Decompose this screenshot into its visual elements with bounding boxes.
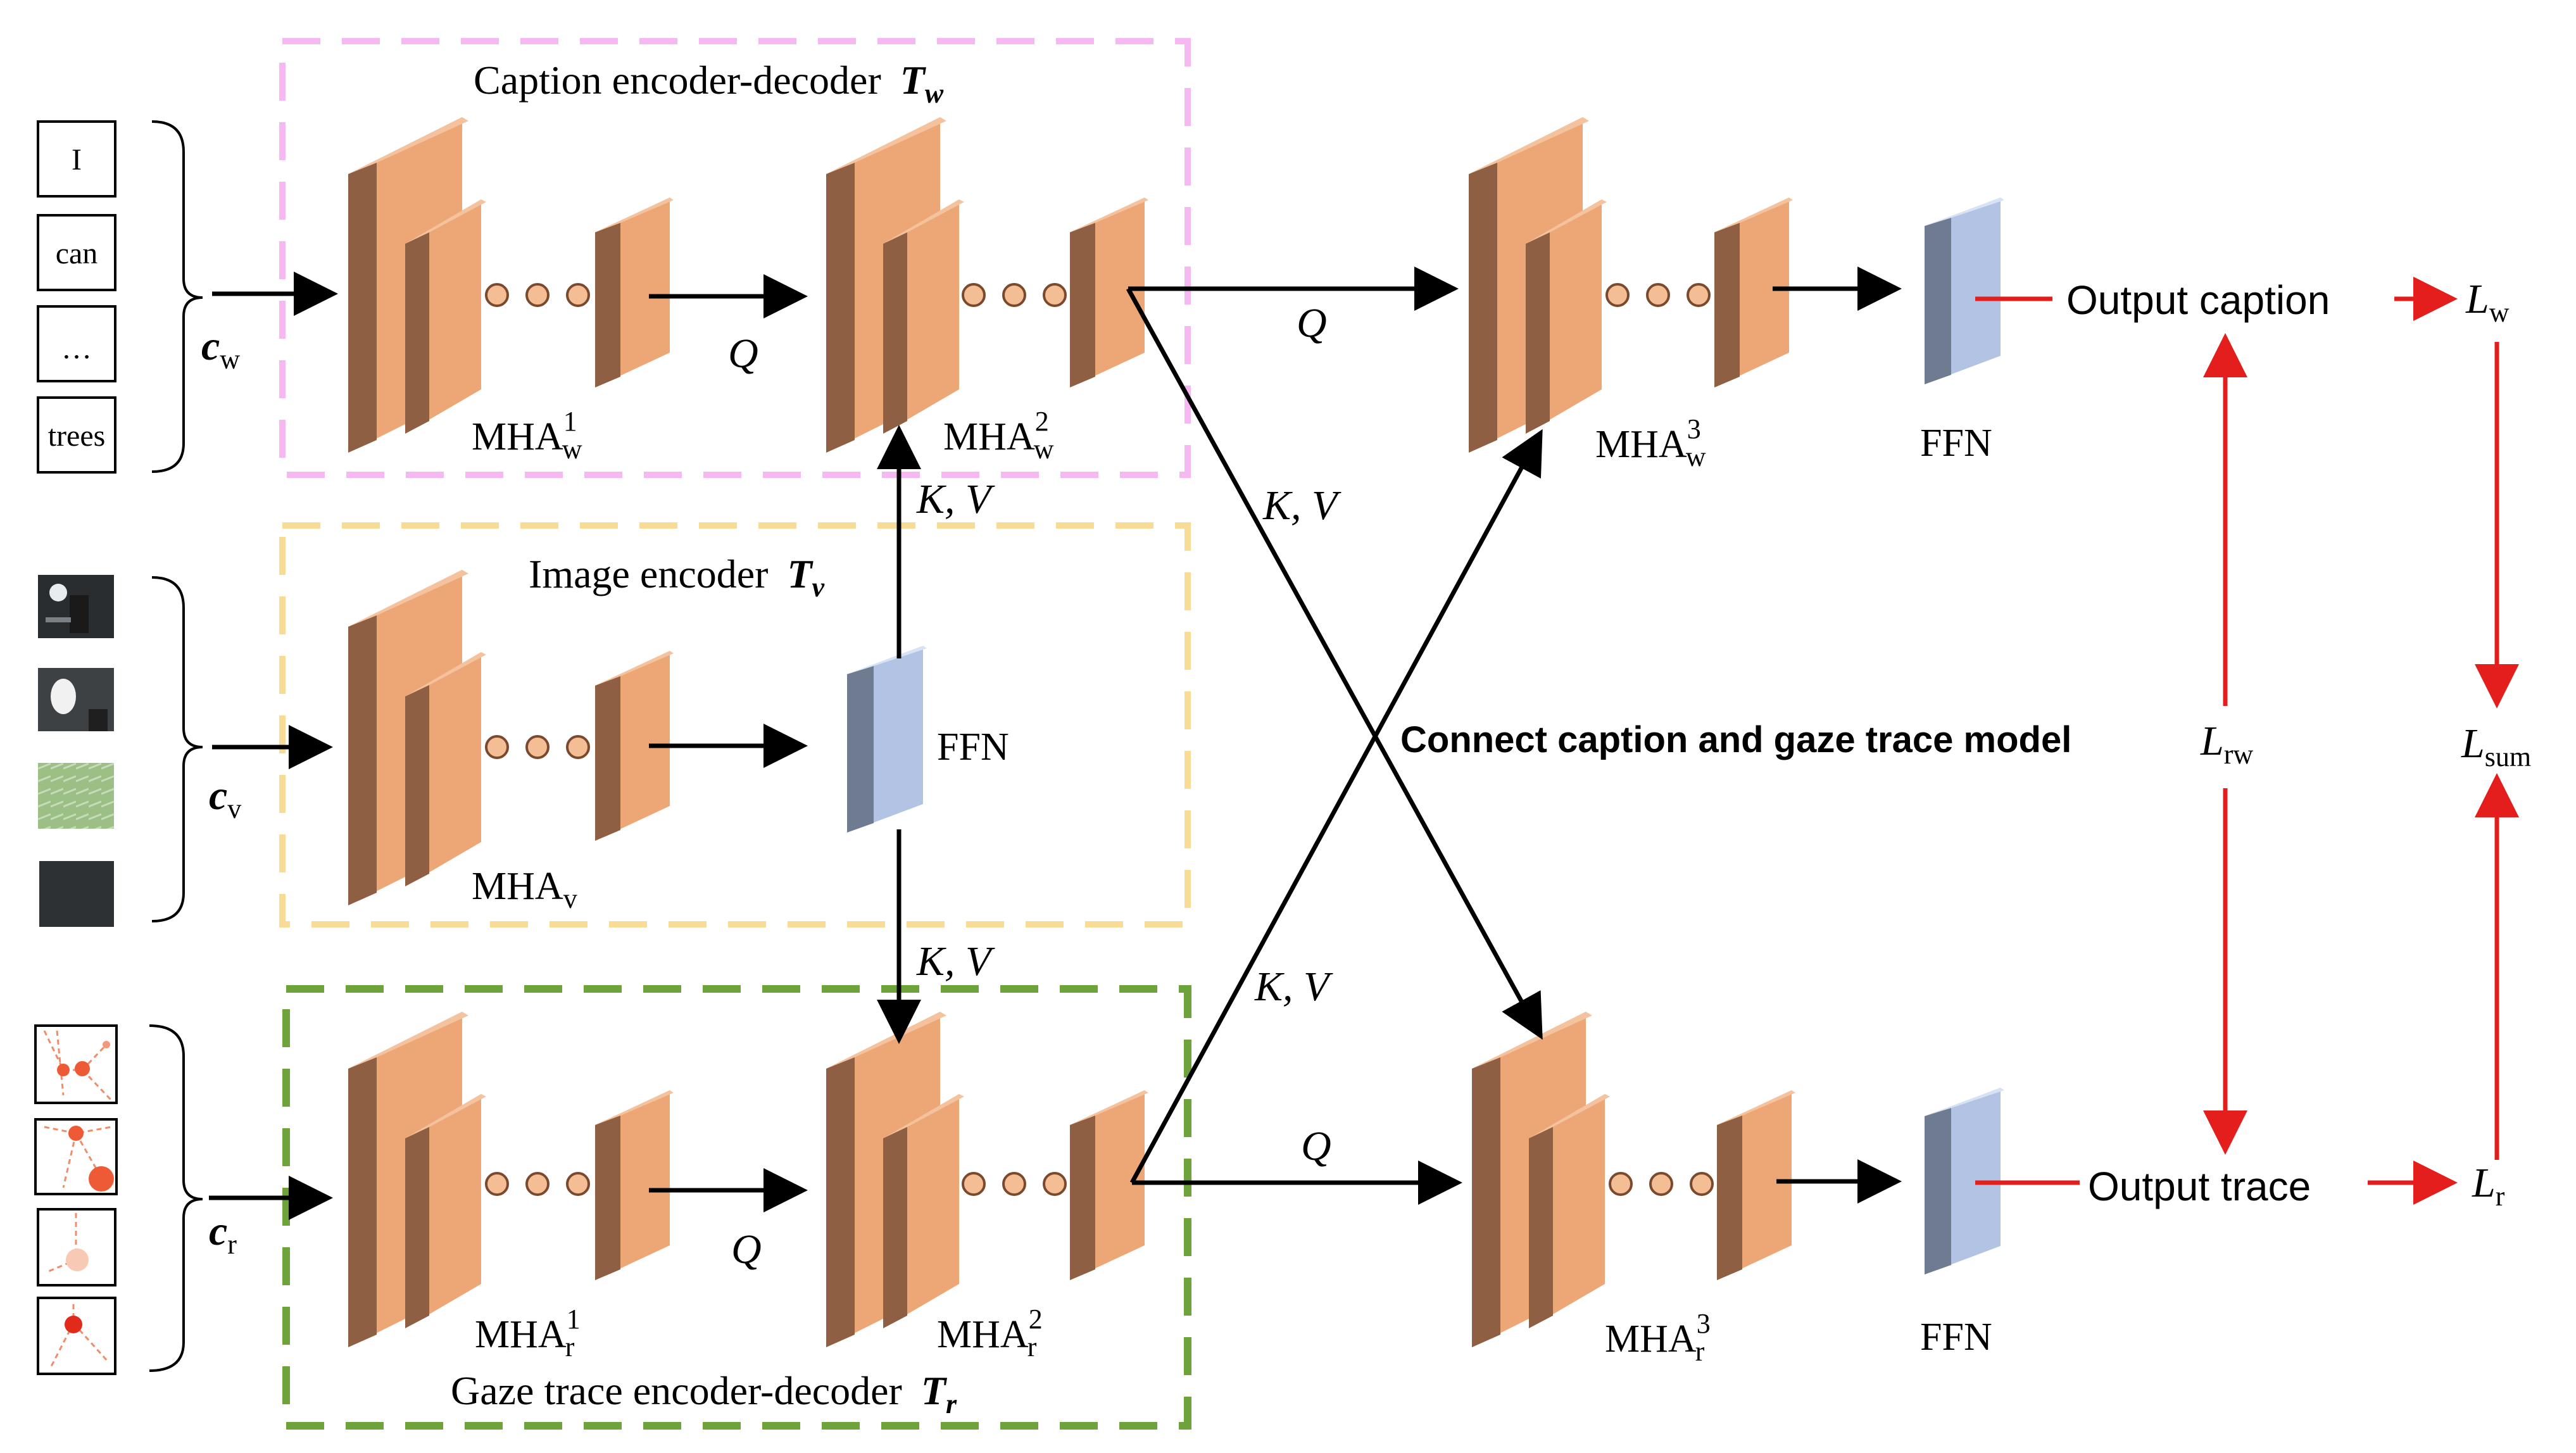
- caption-mha3-small-block: [1714, 198, 1793, 387]
- kv-label-trace-to-caption: K, V: [1254, 964, 1333, 1010]
- caption-q-label: Q: [728, 330, 758, 377]
- gaze-trace-icon-3: [37, 1208, 116, 1286]
- cw-label: cw: [201, 323, 240, 375]
- image-mha-dots: [485, 735, 590, 759]
- trace-mha3-small-block: [1717, 1090, 1795, 1280]
- image-mha-small-block: [595, 651, 674, 841]
- caption-token-box: [37, 305, 116, 382]
- trace-ffn-block: [1925, 1088, 2004, 1274]
- caption-token: can: [56, 237, 98, 270]
- racket-patch-icon: [38, 668, 114, 731]
- tennis-player-patch-icon: [38, 575, 114, 638]
- image-ffn-label: FFN: [937, 726, 1009, 769]
- caption-mha1-block: [348, 117, 486, 453]
- image-patch-list: [38, 575, 114, 927]
- caption-to-trace-kv-arrow: [1126, 287, 1543, 1040]
- loss-sum-label: Lsum: [2461, 720, 2531, 772]
- image-ffn-block: [847, 646, 927, 833]
- caption-encoder-decoder-box: [279, 38, 1191, 478]
- mha-image-label: MHAv: [472, 865, 577, 914]
- gaze-trace-icon-list: [34, 1024, 118, 1375]
- kv-label-image-to-gaze: K, V: [916, 938, 995, 984]
- image-mha-block: [348, 570, 486, 905]
- cross-q-label-top: Q: [1297, 300, 1327, 346]
- gaze-mha2-block: [826, 1012, 964, 1347]
- caption-token: I: [72, 143, 82, 177]
- caption-module-title: Caption encoder-decoder Tw: [474, 58, 944, 109]
- loss-rw-label: Lrw: [2200, 718, 2253, 770]
- gaze-trace-encoder-decoder-box: [282, 985, 1191, 1430]
- caption-token: …: [61, 332, 92, 365]
- gaze-trace-icon-2: [34, 1118, 118, 1195]
- trace-mha3-dots: [1609, 1172, 1714, 1196]
- caption-ffn-label: FFN: [1920, 422, 1992, 465]
- kv-label-image-to-caption: K, V: [916, 476, 995, 522]
- caption-mha3-block: [1469, 117, 1607, 453]
- trace-mha3-block: [1472, 1012, 1610, 1347]
- caption-mha2-small-block: [1070, 198, 1148, 387]
- caption-token-box: [37, 214, 116, 291]
- gaze-mha1-small-block: [595, 1090, 674, 1280]
- image-brace: [151, 576, 203, 922]
- caption-brace: [151, 120, 203, 473]
- caption-token: trees: [48, 419, 106, 453]
- trace-ffn-label: FFN: [1920, 1316, 1992, 1359]
- image-encoder-box: [279, 522, 1191, 928]
- caption-mha2-dots: [962, 283, 1067, 307]
- gaze-mha1-dots: [485, 1172, 590, 1196]
- output-caption-label: Output caption: [2066, 277, 2330, 323]
- caption-mha1-small-block: [595, 198, 674, 387]
- gaze-mha2-dots: [962, 1172, 1067, 1196]
- gaze-trace-icon-1: [34, 1024, 118, 1104]
- cr-label: cr: [209, 1208, 237, 1260]
- connect-label: Connect caption and gaze trace model: [1400, 719, 2071, 760]
- cv-label: cv: [209, 772, 241, 824]
- grass-patch-icon: [38, 763, 114, 829]
- gaze-module-title: Gaze trace encoder-decoder Tr: [451, 1368, 957, 1419]
- caption-token-box: [37, 120, 116, 198]
- caption-mha1-dots: [485, 283, 590, 307]
- caption-mha3-dots: [1605, 283, 1711, 307]
- caption-ffn-block: [1925, 198, 2004, 384]
- dark-patch-icon: [39, 861, 114, 927]
- red-arrows: [1975, 277, 2519, 1205]
- kv-label-caption-to-trace: K, V: [1262, 482, 1341, 529]
- black-arrows: [209, 267, 1902, 1220]
- loss-w-label: Lw: [2465, 276, 2510, 328]
- gaze-trace-icon-4: [37, 1297, 116, 1375]
- image-module-title: Image encoder Tv: [529, 551, 825, 603]
- caption-mha2-block: [826, 117, 964, 453]
- output-trace-label: Output trace: [2088, 1164, 2311, 1209]
- loss-r-label: Lr: [2472, 1160, 2505, 1212]
- gaze-mha2-small-block: [1070, 1090, 1148, 1280]
- gaze-q-label: Q: [731, 1226, 762, 1273]
- trace-to-caption-kv-arrow: [1129, 429, 1543, 1184]
- cross-q-label-bottom: Q: [1301, 1123, 1331, 1169]
- caption-token-box: [37, 396, 116, 474]
- gaze-mha1-block: [348, 1012, 486, 1347]
- caption-token-list: I can … trees: [37, 120, 116, 474]
- gaze-brace: [149, 1024, 203, 1372]
